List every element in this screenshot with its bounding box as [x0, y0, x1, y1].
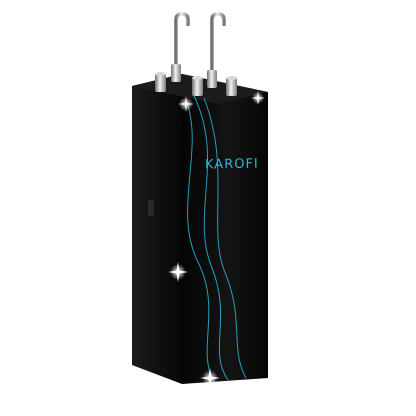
sparkle-icon [251, 91, 265, 105]
sparkle-icon [178, 96, 194, 112]
dispenser-taps [155, 72, 237, 96]
side-vent [148, 200, 154, 216]
faucet-right [207, 12, 226, 88]
faucet-left [171, 12, 190, 82]
cabinet-side-panel [132, 74, 182, 384]
sparkle-icon [200, 368, 220, 388]
decorative-wave-lines [185, 95, 247, 383]
brand-logo: KAROFI [205, 156, 259, 173]
sparkle-icon [168, 262, 188, 282]
cabinet-front-panel [182, 74, 268, 384]
